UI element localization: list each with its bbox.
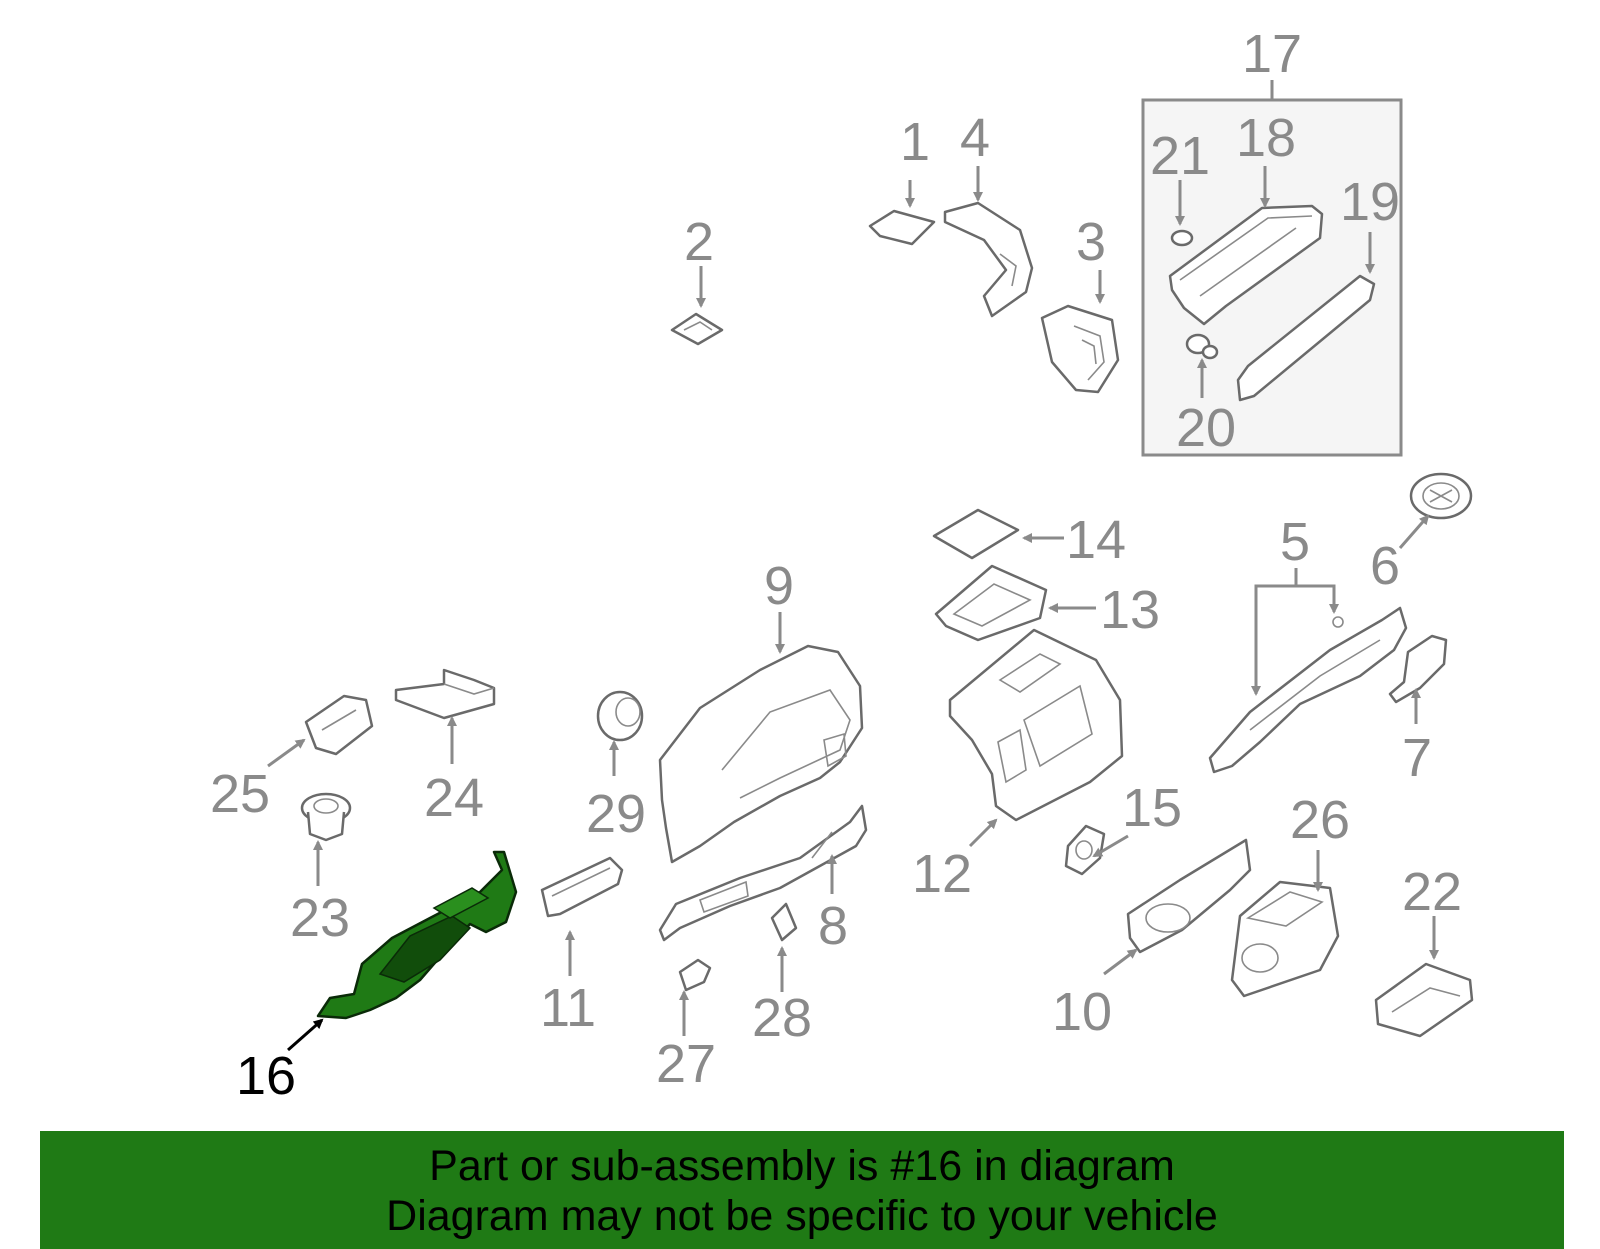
callout-28: 28 — [752, 988, 812, 1048]
part-10-bezel[interactable] — [1126, 838, 1252, 954]
callout-14: 14 — [1066, 510, 1126, 570]
part-11-bracket[interactable] — [540, 856, 624, 918]
banner-line-2: Diagram may not be specific to your vehi… — [386, 1192, 1218, 1240]
callout-7: 7 — [1402, 728, 1432, 788]
callout-12: 12 — [912, 844, 972, 904]
callout-3: 3 — [1076, 212, 1106, 272]
part-5-panel[interactable] — [1208, 606, 1408, 774]
part-8-lower-panel[interactable] — [658, 804, 868, 942]
part-12-center-stack[interactable] — [948, 628, 1124, 822]
callout-24: 24 — [424, 768, 484, 828]
part-25-vent[interactable] — [304, 694, 374, 756]
callout-1: 1 — [900, 112, 930, 172]
part-18-glove-box[interactable] — [1168, 204, 1324, 326]
part-23-knob[interactable] — [300, 792, 352, 842]
callout-10: 10 — [1052, 982, 1112, 1042]
part-14-pad[interactable] — [932, 508, 1020, 560]
callout-23: 23 — [290, 888, 350, 948]
part-24-bracket[interactable] — [394, 668, 496, 720]
part-29-knob[interactable] — [596, 690, 644, 742]
callout-20: 20 — [1176, 398, 1236, 458]
part-20-striker[interactable] — [1185, 333, 1219, 360]
callout-29: 29 — [586, 784, 646, 844]
parts-diagram: 1 2 3 4 5 6 7 8 9 10 11 12 13 14 15 16 1… — [210, 24, 1474, 1106]
callout-15: 15 — [1122, 778, 1182, 838]
part-3-vent[interactable] — [1040, 304, 1120, 394]
part-28-plate[interactable] — [770, 902, 798, 942]
part-2-clip[interactable] — [670, 312, 724, 346]
part-27-cap[interactable] — [678, 958, 712, 992]
part-19-door[interactable] — [1236, 274, 1376, 402]
callout-26: 26 — [1290, 790, 1350, 850]
callout-19: 19 — [1340, 172, 1400, 232]
part-4-trim[interactable] — [943, 201, 1034, 318]
part-15-ring[interactable] — [1064, 824, 1106, 876]
part-26-housing[interactable] — [1230, 880, 1340, 998]
callout-11: 11 — [540, 978, 596, 1038]
part-13-bezel[interactable] — [934, 564, 1048, 642]
part-7-trim[interactable] — [1388, 634, 1448, 704]
callout-18: 18 — [1236, 108, 1296, 168]
info-banner: Part or sub-assembly is #16 in diagram D… — [40, 1131, 1564, 1249]
callout-25: 25 — [210, 764, 270, 824]
callout-21: 21 — [1150, 126, 1210, 186]
part-9-cluster-hood[interactable] — [658, 644, 864, 864]
part-22-box[interactable] — [1374, 962, 1474, 1038]
part-21-bumper[interactable] — [1170, 229, 1194, 247]
part-1-cap[interactable] — [868, 209, 936, 246]
callout-2: 2 — [684, 212, 714, 272]
callout-5: 5 — [1280, 512, 1310, 572]
part-6-knob[interactable] — [1409, 472, 1473, 520]
callout-6: 6 — [1370, 536, 1400, 596]
callout-4: 4 — [960, 108, 990, 168]
callout-22: 22 — [1402, 862, 1462, 922]
callout-17: 17 — [1242, 24, 1302, 84]
callout-27: 27 — [656, 1034, 716, 1094]
callout-13: 13 — [1100, 580, 1160, 640]
callout-8: 8 — [818, 896, 848, 956]
part-16-highlighted[interactable] — [316, 850, 518, 1020]
callout-9: 9 — [764, 556, 794, 616]
callout-16: 16 — [236, 1046, 296, 1106]
banner-line-1: Part or sub-assembly is #16 in diagram — [429, 1142, 1175, 1190]
